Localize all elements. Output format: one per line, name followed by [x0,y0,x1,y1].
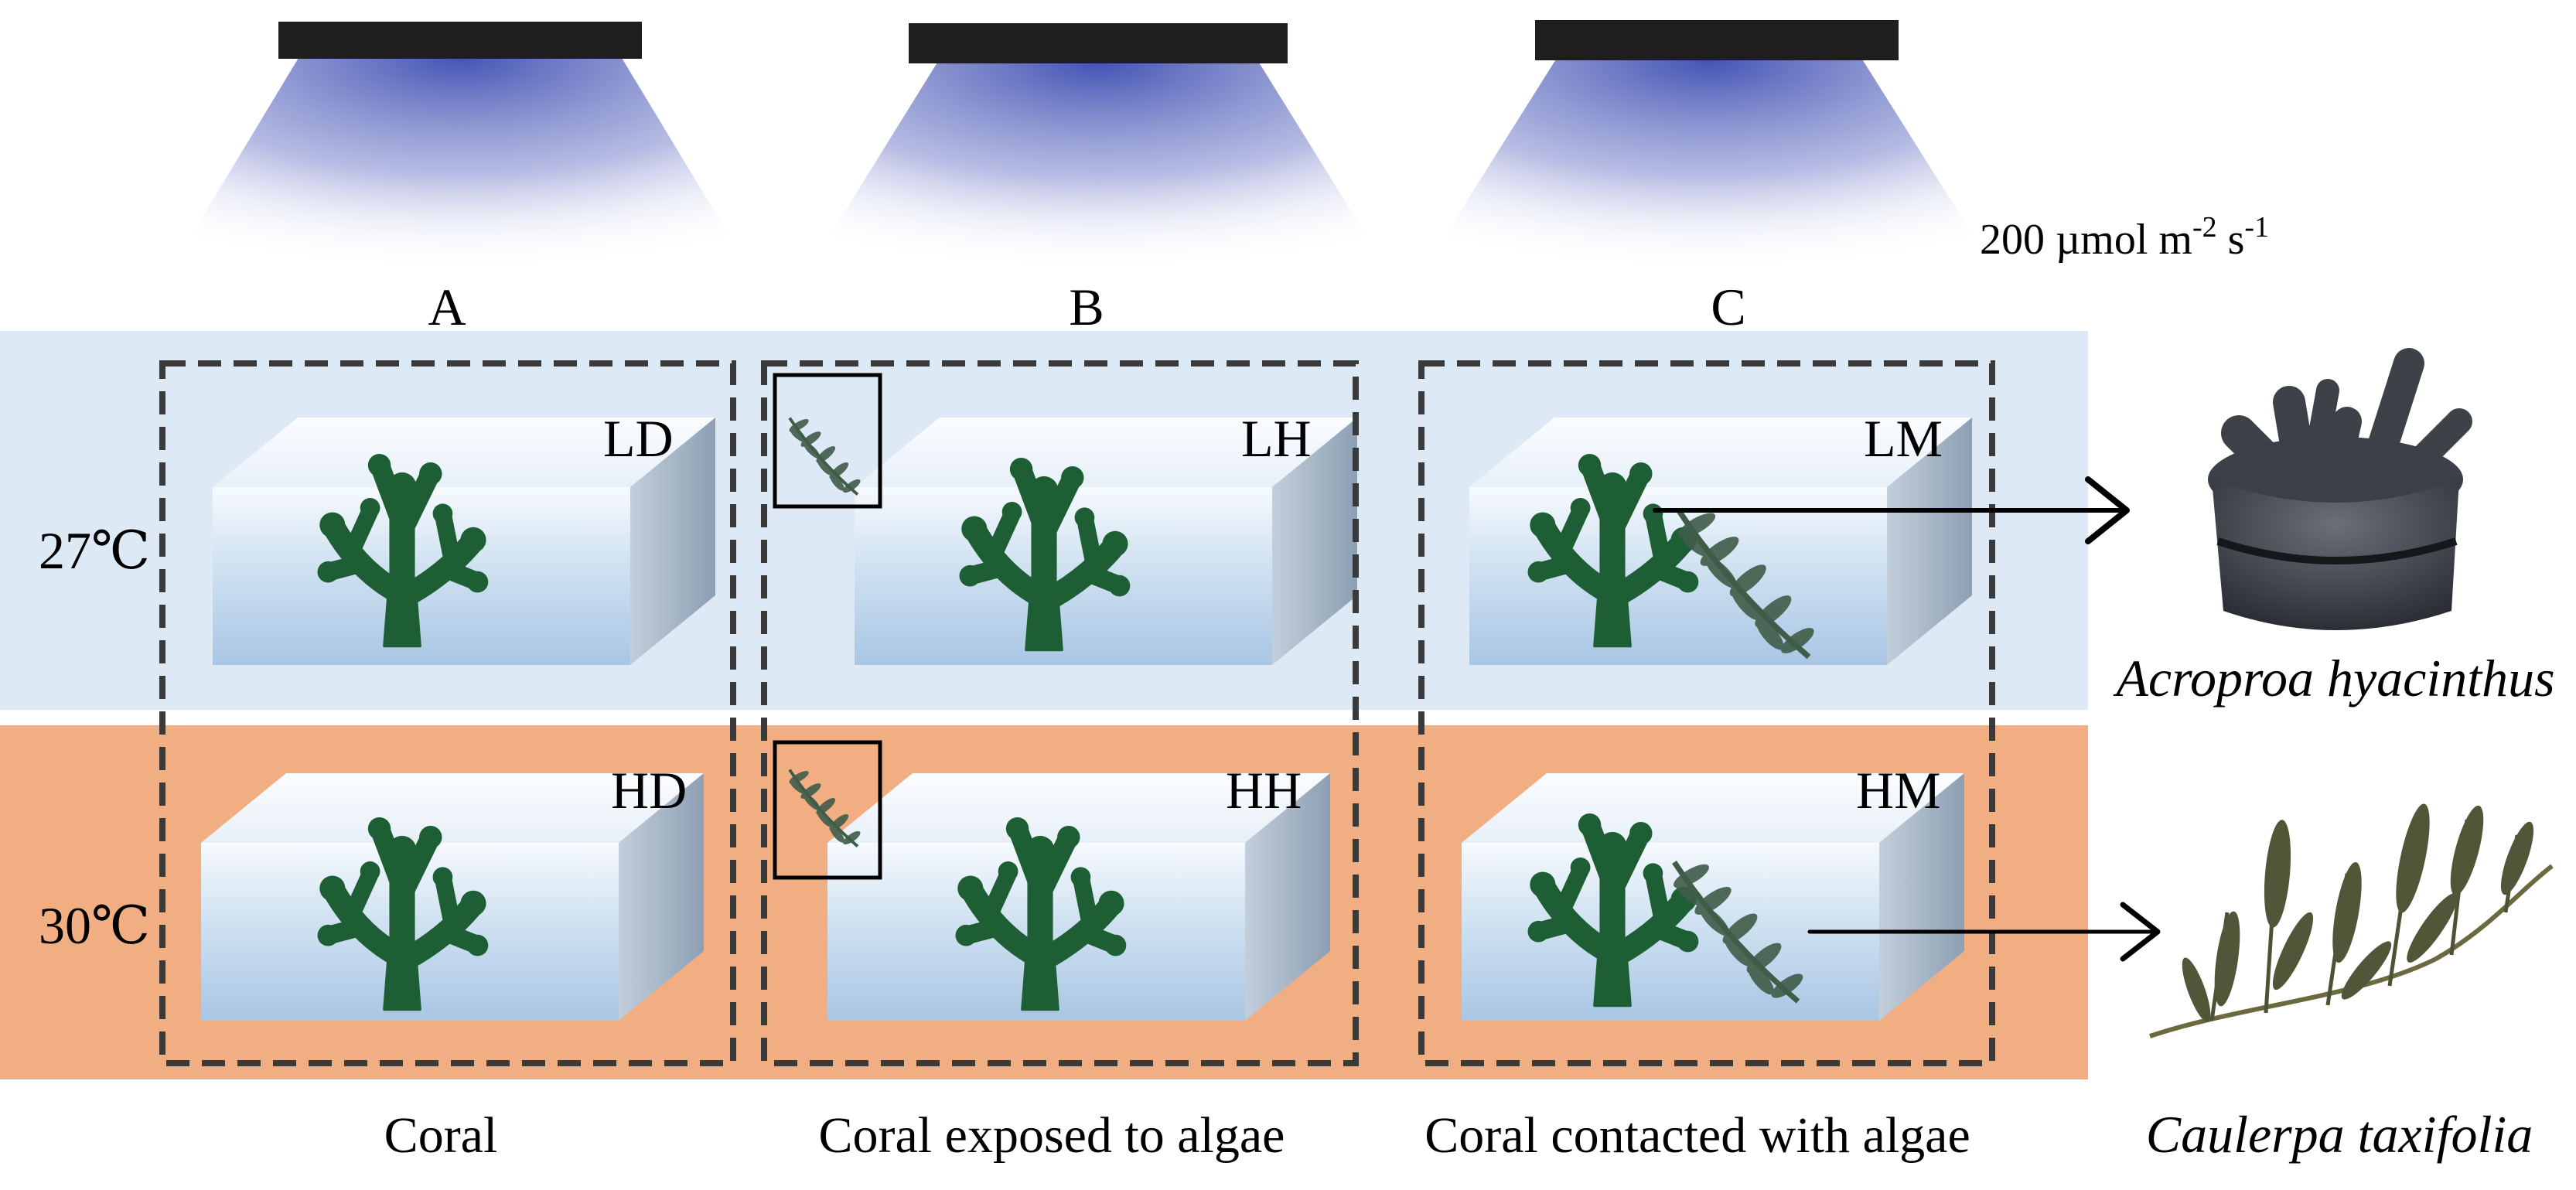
tank-ld: LD [213,409,715,665]
lamp-b [808,23,1388,271]
group-caption-a: Coral [384,1107,498,1164]
group-label-a: A [428,278,466,336]
coral-species-label: Acroproa hyacinthus [2113,649,2554,708]
tank-hd: HD [201,761,704,1021]
lamp-a [170,22,750,271]
algae-box-top [773,373,882,509]
arrow-to-coral [1653,476,2130,544]
alga-species-label: Caulerpa taxifolia [2146,1105,2533,1164]
lamp-c [1423,20,1995,271]
temperature-label-27: 27℃ [39,521,150,580]
algae-box-bottom [773,740,882,880]
arrow-to-alga [1807,902,2161,962]
alga-specimen-image [2149,803,2554,1038]
tank-lh: LH [855,409,1357,665]
tank-label-hd: HD [611,761,687,820]
group-box-a [159,360,736,1066]
tank-hh: HH [827,761,1330,1021]
tank-label-lh: LH [1241,409,1312,468]
tank-label-hh: HH [1226,761,1302,820]
group-box-c [1418,360,1995,1066]
tank-lm: LM [1469,409,1972,665]
tank-label-ld: LD [603,409,674,468]
group-box-b [761,360,1359,1066]
group-label-c: C [1711,278,1745,336]
group-label-b: B [1069,278,1104,336]
temperature-label-30: 30℃ [39,896,150,955]
coral-specimen-image [2208,348,2472,630]
group-caption-c: Coral contacted with algae [1424,1107,1970,1164]
group-caption-b: Coral exposed to algae [819,1107,1285,1164]
tank-hm: HM [1462,761,1964,1021]
tank-label-hm: HM [1856,761,1941,820]
tank-label-lm: LM [1864,409,1943,468]
light-intensity-label: 200 µmol m-2 s-1 [1980,211,2269,264]
